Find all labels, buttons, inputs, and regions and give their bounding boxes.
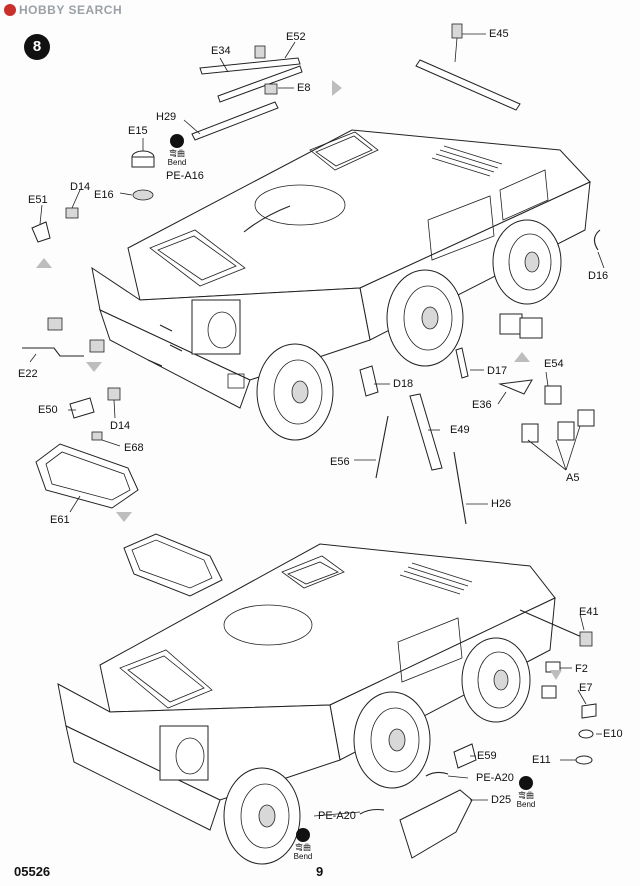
label-d14-lower: D14 <box>110 420 131 432</box>
label-d14-upper: D14 <box>70 181 91 193</box>
label-e68: E68 <box>124 442 144 454</box>
label-d17: D17 <box>487 365 508 377</box>
label-e8: E8 <box>297 82 311 94</box>
page-number: 9 <box>316 864 324 879</box>
label-f2: F2 <box>575 663 588 675</box>
label-pe-a20-bottom: PE-A20 <box>318 810 356 822</box>
label-e10: E10 <box>603 728 623 740</box>
label-e15: E15 <box>128 125 148 137</box>
label-e54: E54 <box>544 358 564 370</box>
label-pe-a20-right: PE-A20 <box>476 772 514 784</box>
label-pe-a16: PE-A16 <box>166 170 204 182</box>
bend-note-bottom: 弯曲 Bend <box>292 828 314 861</box>
label-e59: E59 <box>477 750 497 762</box>
label-e61: E61 <box>50 514 70 526</box>
step-number-badge: 8 <box>24 34 50 60</box>
direction-arrows <box>36 80 562 680</box>
label-d16: D16 <box>588 270 609 282</box>
upper-hull <box>91 129 591 441</box>
watermark-logo-icon <box>4 4 16 16</box>
label-e49: E49 <box>450 424 470 436</box>
watermark: HOBBY SEARCH <box>4 3 122 17</box>
label-e22: E22 <box>18 368 38 380</box>
label-e52: E52 <box>286 31 306 43</box>
bend-icon <box>170 134 184 148</box>
label-h26: H26 <box>491 498 512 510</box>
lower-hull <box>57 543 556 865</box>
lower-parts <box>359 609 597 859</box>
middle-parts <box>35 393 467 597</box>
label-e34: E34 <box>211 45 231 57</box>
product-code: 05526 <box>14 864 51 879</box>
leader-lines <box>29 33 605 817</box>
label-e41: E41 <box>579 606 599 618</box>
label-e11: E11 <box>532 754 551 766</box>
bend-note-right: 弯曲 Bend <box>515 776 537 809</box>
label-e56: E56 <box>330 456 350 468</box>
label-e16: E16 <box>94 189 114 201</box>
label-e50: E50 <box>38 404 58 416</box>
label-a5: A5 <box>566 472 580 484</box>
label-e45: E45 <box>489 28 509 40</box>
label-h29: H29 <box>156 111 177 123</box>
bend-icon <box>519 776 533 790</box>
label-e36: E36 <box>472 399 492 411</box>
label-d18: D18 <box>393 378 414 390</box>
bend-note-upper: 弯曲 Bend <box>166 134 188 167</box>
label-d25: D25 <box>491 794 512 806</box>
label-e7: E7 <box>579 682 593 694</box>
bend-icon <box>296 828 310 842</box>
label-e51: E51 <box>28 194 48 206</box>
